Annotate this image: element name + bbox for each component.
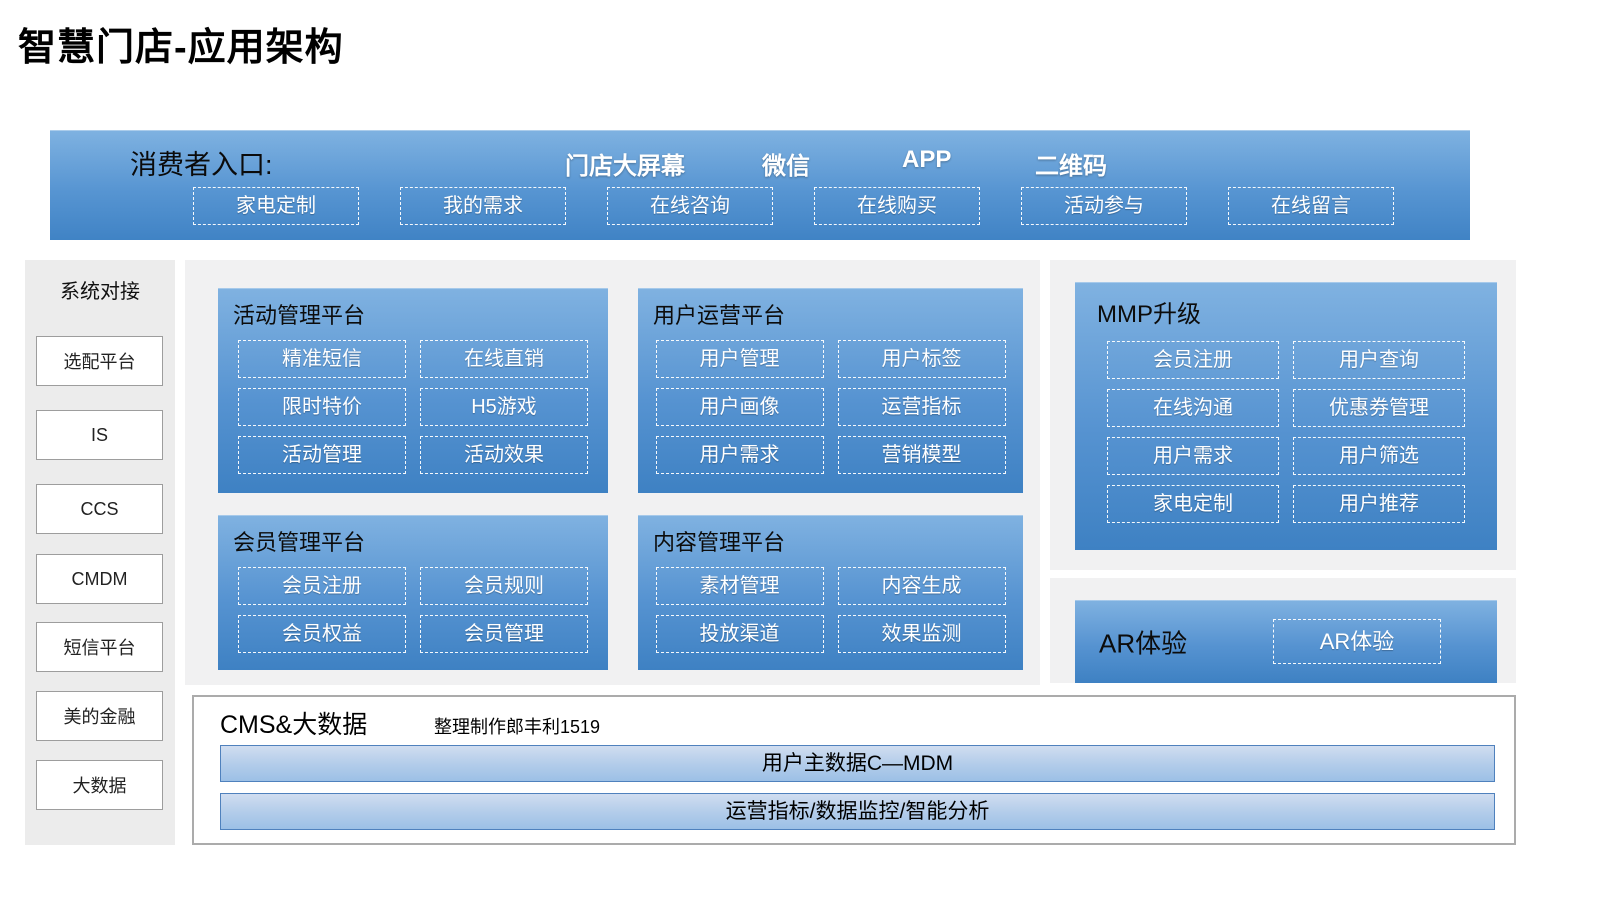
- feature-h5-games[interactable]: H5游戏: [420, 388, 588, 426]
- card-activity-grid: 精准短信 在线直销 限时特价 H5游戏 活动管理 活动效果: [218, 340, 608, 474]
- card-ar-experience: AR体验 AR体验: [1075, 600, 1497, 683]
- ar-experience-button[interactable]: AR体验: [1273, 619, 1441, 664]
- feature-member-register[interactable]: 会员注册: [238, 567, 406, 605]
- feature-operation-metrics[interactable]: 运营指标: [837, 388, 1006, 426]
- card-member-title: 会员管理平台: [233, 530, 366, 555]
- card-content-grid: 素材管理 内容生成 投放渠道 效果监测: [638, 567, 1023, 653]
- feature-limited-time-offer[interactable]: 限时特价: [238, 388, 406, 426]
- system-box-big-data[interactable]: 大数据: [36, 760, 163, 810]
- system-integration-title: 系统对接: [60, 281, 140, 303]
- card-mmp-title: MMP升级: [1097, 301, 1201, 328]
- page-title: 智慧门店-应用架构: [18, 27, 344, 69]
- mmp-coupon-management[interactable]: 优惠券管理: [1293, 389, 1465, 427]
- channel-app: APP: [902, 146, 952, 173]
- consumer-entry-banner: 消费者入口: 门店大屏幕 微信 APP 二维码 家电定制 我的需求 在线咨询 在…: [50, 130, 1470, 240]
- feature-delivery-channels[interactable]: 投放渠道: [655, 615, 824, 653]
- card-user-operation: 用户运营平台 用户管理 用户标签 用户画像 运营指标 用户需求 营销模型: [638, 288, 1023, 493]
- card-userops-grid: 用户管理 用户标签 用户画像 运营指标 用户需求 营销模型: [638, 340, 1023, 474]
- feature-content-generation[interactable]: 内容生成: [837, 567, 1006, 605]
- consumer-entry-label: 消费者入口:: [130, 150, 273, 180]
- card-content-title: 内容管理平台: [653, 530, 786, 555]
- feature-marketing-model[interactable]: 营销模型: [837, 436, 1006, 474]
- mmp-user-filtering[interactable]: 用户筛选: [1293, 437, 1465, 475]
- channel-qrcode: 二维码: [1035, 153, 1107, 180]
- mmp-appliance-customization[interactable]: 家电定制: [1107, 485, 1279, 523]
- feature-activity-results[interactable]: 活动效果: [420, 436, 588, 474]
- feature-online-direct-sale[interactable]: 在线直销: [420, 340, 588, 378]
- system-integration-rail: 系统对接 选配平台 IS CCS CMDM 短信平台 美的金融 大数据: [25, 260, 175, 845]
- mmp-member-register[interactable]: 会员注册: [1107, 341, 1279, 379]
- bar-ops-metrics-monitoring-analysis: 运营指标/数据监控/智能分析: [220, 793, 1495, 830]
- entry-button-appliance-customization[interactable]: 家电定制: [193, 187, 359, 225]
- cms-bigdata-title: CMS&大数据: [220, 711, 368, 739]
- card-activity-management: 活动管理平台 精准短信 在线直销 限时特价 H5游戏 活动管理 活动效果: [218, 288, 608, 493]
- feature-precise-sms[interactable]: 精准短信: [238, 340, 406, 378]
- ar-experience-label: AR体验: [1099, 628, 1188, 658]
- feature-effect-monitoring[interactable]: 效果监测: [837, 615, 1006, 653]
- card-activity-title: 活动管理平台: [233, 303, 366, 328]
- feature-member-rules[interactable]: 会员规则: [420, 567, 588, 605]
- feature-user-needs[interactable]: 用户需求: [655, 436, 824, 474]
- mmp-user-recommendation[interactable]: 用户推荐: [1293, 485, 1465, 523]
- card-content-management: 内容管理平台 素材管理 内容生成 投放渠道 效果监测: [638, 515, 1023, 670]
- card-userops-title: 用户运营平台: [653, 303, 786, 328]
- card-member-grid: 会员注册 会员规则 会员权益 会员管理: [218, 567, 608, 653]
- system-box-cmdm[interactable]: CMDM: [36, 554, 163, 604]
- cms-bigdata-panel: CMS&大数据 整理制作郎丰利1519 用户主数据C—MDM 运营指标/数据监控…: [192, 695, 1516, 845]
- feature-activity-management[interactable]: 活动管理: [238, 436, 406, 474]
- system-box-sms-platform[interactable]: 短信平台: [36, 622, 163, 672]
- feature-user-tags[interactable]: 用户标签: [837, 340, 1006, 378]
- entry-button-online-consult[interactable]: 在线咨询: [607, 187, 773, 225]
- entry-button-online-purchase[interactable]: 在线购买: [814, 187, 980, 225]
- entry-button-my-needs[interactable]: 我的需求: [400, 187, 566, 225]
- mmp-online-communication[interactable]: 在线沟通: [1107, 389, 1279, 427]
- system-box-ccs[interactable]: CCS: [36, 484, 163, 534]
- card-mmp-grid: 会员注册 用户查询 在线沟通 优惠券管理 用户需求 用户筛选 家电定制 用户推荐: [1075, 341, 1497, 523]
- system-box-is[interactable]: IS: [36, 410, 163, 460]
- mmp-user-needs[interactable]: 用户需求: [1107, 437, 1279, 475]
- card-mmp-upgrade: MMP升级 会员注册 用户查询 在线沟通 优惠券管理 用户需求 用户筛选 家电定…: [1075, 282, 1497, 550]
- card-member-management: 会员管理平台 会员注册 会员规则 会员权益 会员管理: [218, 515, 608, 670]
- bar-user-master-data-cmdm: 用户主数据C—MDM: [220, 745, 1495, 782]
- mmp-user-query[interactable]: 用户查询: [1293, 341, 1465, 379]
- system-box-matching-platform[interactable]: 选配平台: [36, 336, 163, 386]
- feature-material-management[interactable]: 素材管理: [655, 567, 824, 605]
- channel-wechat: 微信: [762, 153, 810, 180]
- entry-button-online-message[interactable]: 在线留言: [1228, 187, 1394, 225]
- channel-store-big-screen: 门店大屏幕: [565, 153, 685, 180]
- system-box-midea-finance[interactable]: 美的金融: [36, 691, 163, 741]
- feature-user-management[interactable]: 用户管理: [655, 340, 824, 378]
- entry-button-activity-join[interactable]: 活动参与: [1021, 187, 1187, 225]
- cms-credit-note: 整理制作郎丰利1519: [434, 717, 601, 737]
- feature-member-benefits[interactable]: 会员权益: [238, 615, 406, 653]
- feature-member-management[interactable]: 会员管理: [420, 615, 588, 653]
- feature-user-portrait[interactable]: 用户画像: [655, 388, 824, 426]
